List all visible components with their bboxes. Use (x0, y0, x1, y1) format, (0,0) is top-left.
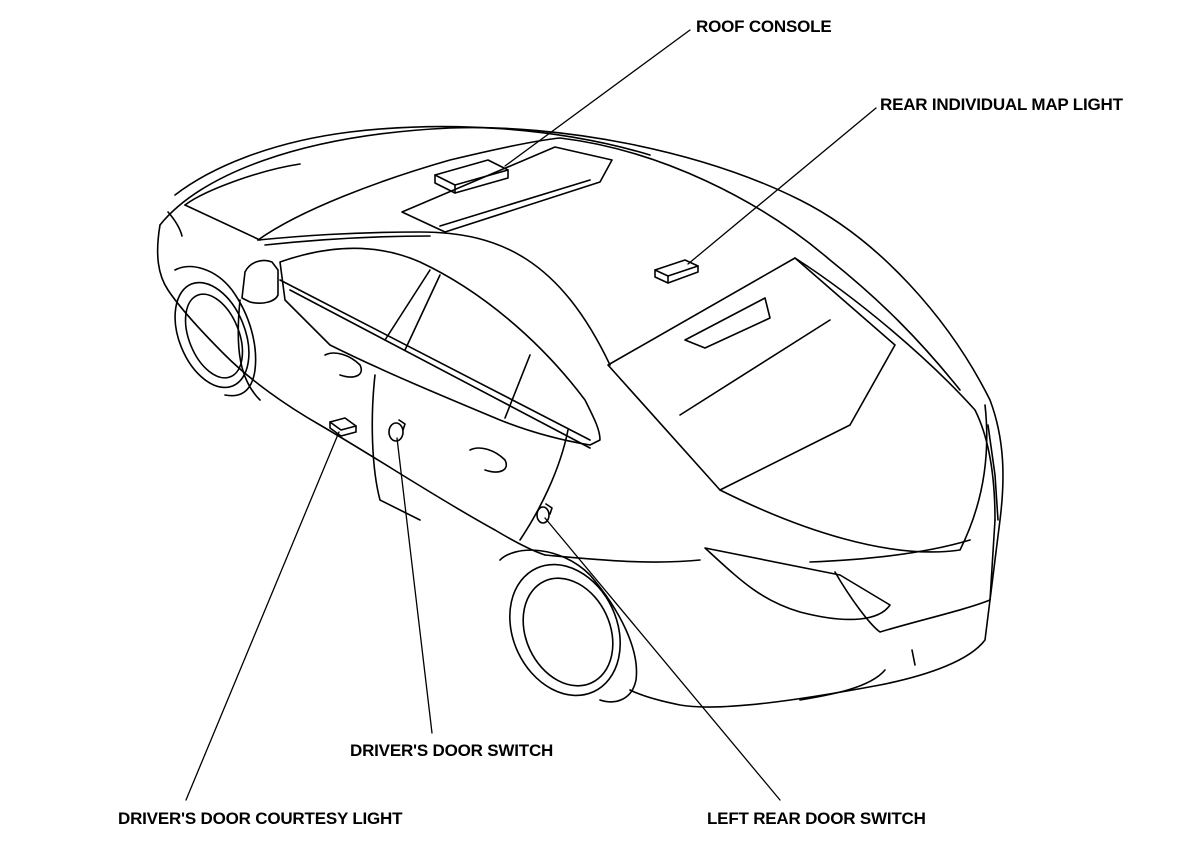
leader-roof-console (504, 29, 691, 167)
sunroof (401, 146, 613, 233)
doors (237, 299, 701, 563)
leader-drivers-door-switch (396, 437, 433, 734)
drivers-door-switch-marker (388, 419, 406, 442)
rear-window (607, 257, 896, 491)
rear-wheel (499, 549, 638, 703)
side-mirror (241, 259, 279, 304)
car-roof (184, 137, 961, 391)
drivers-door-switch-label: DRIVER'S DOOR SWITCH (350, 741, 554, 760)
roof-console-label: ROOF CONSOLE (696, 17, 832, 36)
side-windows (279, 247, 601, 449)
drivers-door-courtesy-light-label: DRIVER'S DOOR COURTESY LIGHT (118, 809, 403, 828)
car-body (156, 125, 1004, 708)
leader-rear-map-light (687, 107, 877, 265)
leader-courtesy-light (185, 431, 340, 801)
front-wheel (174, 265, 257, 397)
trunk (704, 257, 999, 701)
roof-console-marker (434, 159, 509, 194)
rear-individual-map-light-label: REAR INDIVIDUAL MAP LIGHT (880, 95, 1123, 114)
left-rear-door-switch-label: LEFT REAR DOOR SWITCH (707, 809, 926, 828)
leader-left-rear-door-switch (544, 517, 781, 801)
rear-map-light-marker (654, 259, 699, 284)
left-rear-door-switch-marker (536, 503, 553, 524)
courtesy-light-marker (329, 417, 357, 437)
leader-lines (185, 29, 877, 801)
